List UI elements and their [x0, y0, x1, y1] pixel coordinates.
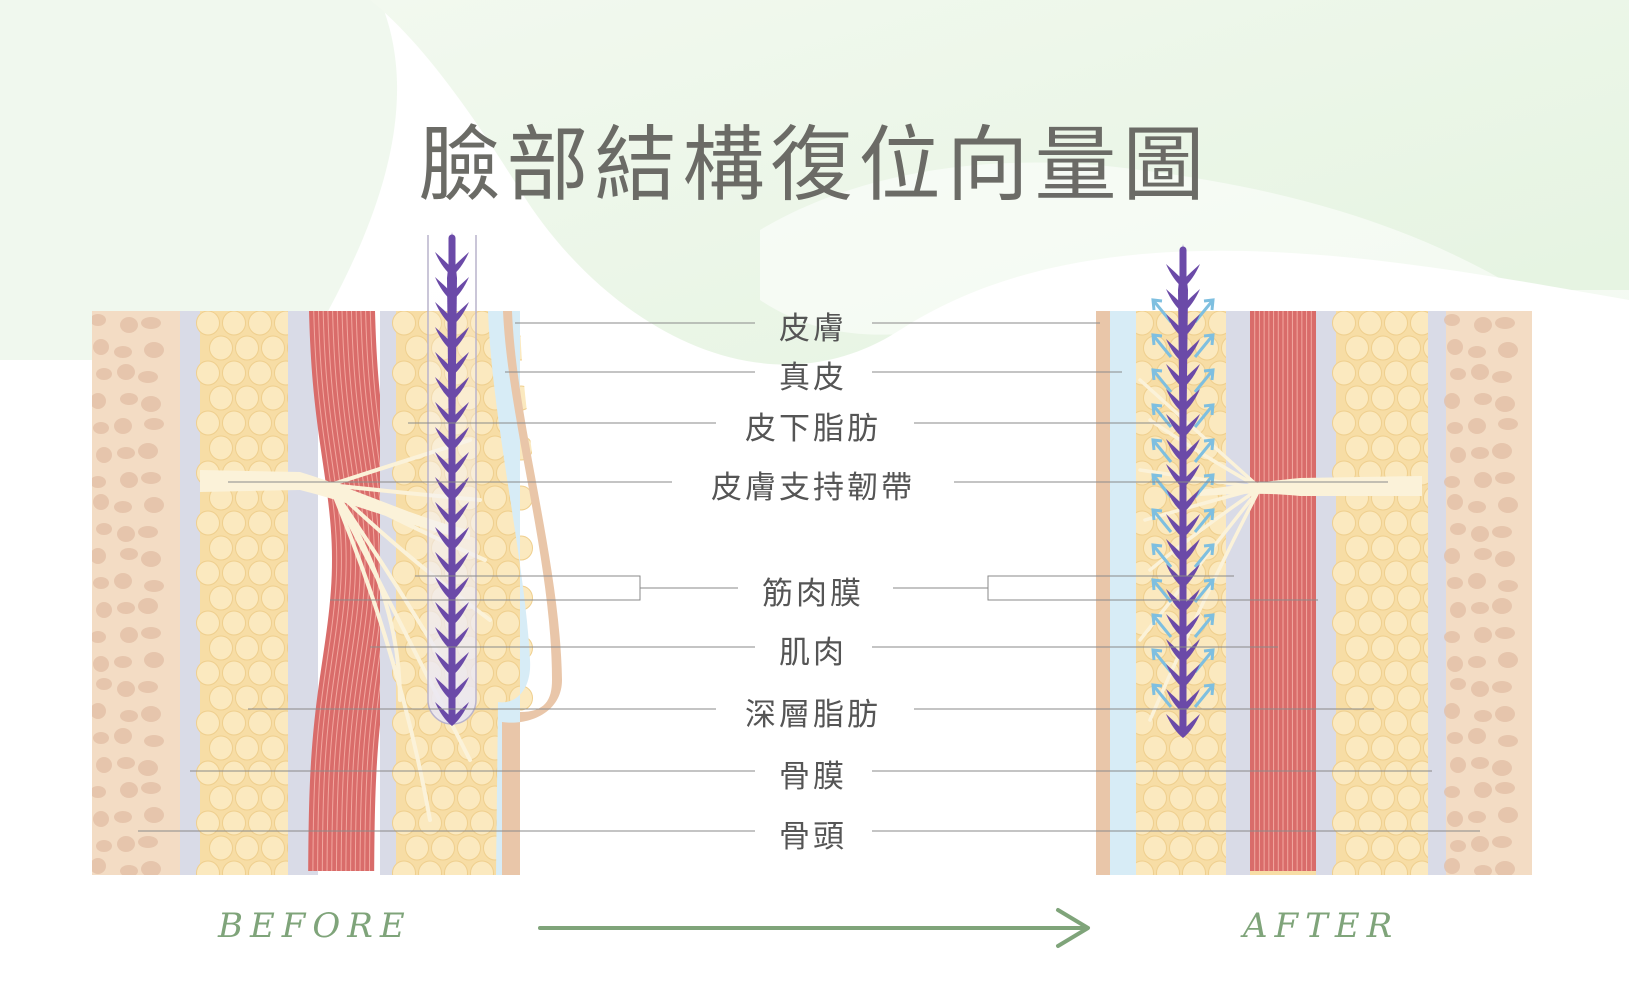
before-periosteum	[180, 311, 200, 875]
before-after-arrow	[538, 908, 1090, 948]
label-subcutaneous-fat: 皮下脂肪	[745, 411, 881, 447]
label-smas: 筋肉膜	[762, 576, 864, 612]
after-periosteum	[1428, 311, 1446, 875]
before-skin	[502, 311, 562, 875]
label-deep-fat: 深層脂肪	[745, 697, 881, 733]
caption-before: BEFORE	[218, 906, 412, 946]
label-skin: 皮膚	[779, 311, 847, 347]
label-dermis: 真皮	[779, 360, 847, 396]
label-periosteum: 骨膜	[779, 759, 847, 795]
after-muscle	[1250, 311, 1316, 871]
label-retaining-ligament: 皮膚支持韌帶	[711, 470, 915, 506]
caption-after: AFTER	[1243, 906, 1400, 946]
before-thread	[435, 232, 469, 726]
after-lift-arrows	[1151, 298, 1215, 708]
label-muscle: 肌肉	[779, 635, 847, 671]
label-bone: 骨頭	[779, 819, 847, 855]
after-smas	[1226, 311, 1250, 875]
after-thread	[1166, 244, 1200, 738]
leader-lines	[138, 322, 1480, 832]
page-title: 臉部結構復位向量圖	[418, 118, 1211, 213]
after-bone	[1446, 311, 1532, 875]
before-bone	[92, 311, 180, 875]
after-skin	[1096, 311, 1110, 875]
